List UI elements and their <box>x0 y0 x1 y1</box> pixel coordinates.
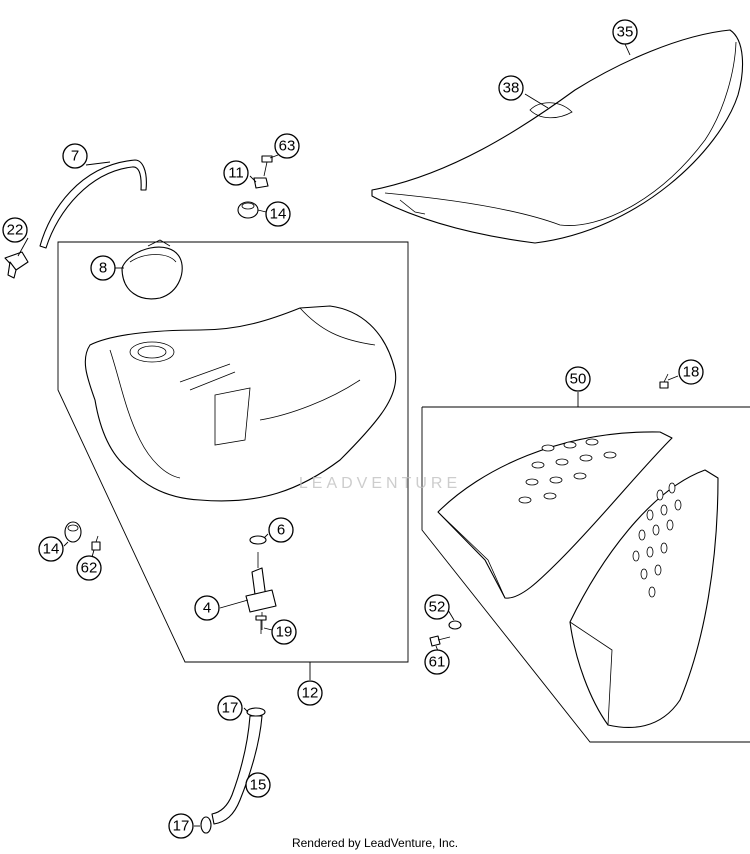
svg-text:17: 17 <box>173 818 190 835</box>
callout-11: 11 <box>223 160 249 186</box>
spoiler-right-part <box>569 469 719 729</box>
svg-text:35: 35 <box>617 24 634 41</box>
callout-61: 61 <box>424 649 450 675</box>
screw-62-part <box>91 535 101 551</box>
screw-18-part <box>659 373 669 389</box>
rubber-damper-top-part <box>237 201 259 219</box>
svg-text:6: 6 <box>277 522 285 539</box>
seat-part <box>371 29 744 244</box>
fuel-tank-group-frame <box>57 241 409 663</box>
svg-text:17: 17 <box>222 700 239 717</box>
callout-50: 50 <box>565 366 591 392</box>
screw-19-part <box>255 615 267 634</box>
spoiler-group-frame <box>421 406 750 743</box>
callout-62: 62 <box>76 555 102 581</box>
fuel-hose-part <box>39 159 147 249</box>
watermark: LEADVENTURE <box>298 475 462 492</box>
spoiler-left-part <box>437 431 673 599</box>
o-ring-part <box>249 535 267 545</box>
fuel-hose-lower-part <box>211 715 263 825</box>
svg-text:18: 18 <box>683 364 700 381</box>
callout-35: 35 <box>612 19 638 45</box>
washer-52-part <box>448 620 462 630</box>
screw-63-part <box>261 155 273 177</box>
svg-text:61: 61 <box>429 654 446 671</box>
svg-text:63: 63 <box>279 138 296 155</box>
callout-19: 19 <box>271 619 297 645</box>
svg-text:4: 4 <box>203 600 211 617</box>
svg-text:11: 11 <box>228 165 244 182</box>
svg-text:22: 22 <box>7 222 24 239</box>
footer-credit: Rendered by LeadVenture, Inc. <box>291 836 459 850</box>
svg-text:38: 38 <box>503 80 520 97</box>
svg-text:15: 15 <box>250 777 267 794</box>
svg-text:8: 8 <box>99 260 107 277</box>
callout-12: 12 <box>297 680 323 706</box>
svg-text:14: 14 <box>270 206 287 223</box>
fuel-tank-part <box>84 305 397 502</box>
svg-text:62: 62 <box>81 560 98 577</box>
svg-text:12: 12 <box>302 685 319 702</box>
callout-52: 52 <box>424 594 450 620</box>
callout-14-left: 14 <box>38 536 64 562</box>
callout-15: 15 <box>245 772 271 798</box>
callout-18: 18 <box>678 359 704 385</box>
svg-text:19: 19 <box>276 624 293 641</box>
callout-6: 6 <box>268 517 294 543</box>
callout-4: 4 <box>194 595 220 621</box>
svg-text:14: 14 <box>43 541 60 558</box>
hose-clamp-bottom-part <box>200 816 212 834</box>
rubber-damper-left-part <box>64 521 82 543</box>
screw-61-part <box>429 635 451 647</box>
svg-text:7: 7 <box>71 148 79 165</box>
nut-11-part <box>253 177 269 189</box>
callout-17-top: 17 <box>217 695 243 721</box>
callout-17-bottom: 17 <box>168 813 194 839</box>
svg-text:50: 50 <box>570 371 587 388</box>
callout-38: 38 <box>498 75 524 101</box>
callout-22: 22 <box>2 217 28 243</box>
callout-7: 7 <box>62 143 88 169</box>
fuel-tank-cap-part <box>121 239 183 300</box>
callout-14-top: 14 <box>265 201 291 227</box>
breather-valve-part <box>4 251 29 279</box>
callout-63: 63 <box>274 133 300 159</box>
fuel-tap-part <box>245 552 277 630</box>
callout-8: 8 <box>90 255 116 281</box>
hose-clamp-top-part <box>246 707 266 717</box>
svg-text:52: 52 <box>429 599 446 616</box>
